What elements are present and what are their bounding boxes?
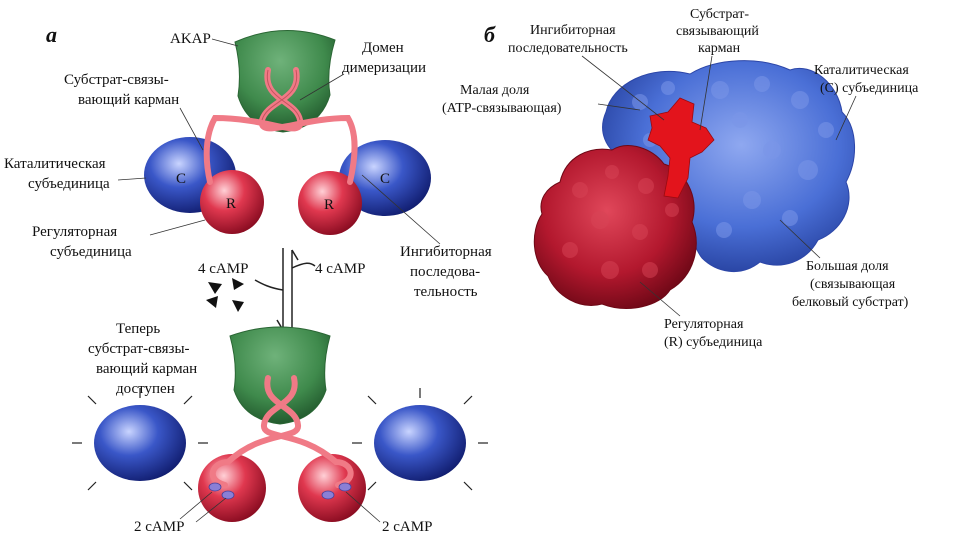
akap-top: [234, 29, 336, 133]
label-b-large-2: (связывающая: [810, 277, 896, 292]
label-inhib-3: тельность: [414, 284, 478, 300]
catalytic-subunit-right: [339, 140, 431, 216]
label-camp2-right: 2 cAMP: [382, 519, 432, 535]
surface-texture-red: [562, 165, 679, 279]
camp-label-left: 4 cAMP: [198, 261, 248, 277]
bound-camp: [208, 482, 352, 500]
label-camp2-left: 2 cAMP: [134, 519, 184, 535]
label-inhib-2: последова-: [410, 264, 480, 280]
label-b-reg-1: Регуляторная: [664, 317, 744, 332]
panel-a-label: а: [46, 22, 57, 47]
label-b-cat-1: Каталитическая: [814, 63, 909, 78]
bound-regulatory-right: [298, 454, 366, 522]
label-b-cat-2: (C) субъединица: [820, 81, 919, 96]
free-catalytic-right: [374, 405, 466, 481]
regulatory-subunit-left: [200, 170, 264, 234]
label-b-inhib-2: последовательность: [508, 41, 628, 56]
label-regulatory-2: субъединица: [50, 244, 132, 260]
label-pocket-1: Субстрат-связы-: [64, 72, 169, 88]
regulatory-letter-right: R: [324, 197, 334, 213]
regulatory-subunit-right: [298, 171, 362, 235]
label-b-small-1: Малая доля: [460, 83, 530, 98]
label-dimerization-1: Домен: [362, 40, 404, 56]
label-now-4: доступен: [116, 381, 175, 397]
label-now-3: вающий карман: [96, 361, 197, 377]
label-b-inhib-1: Ингибиторная: [530, 23, 616, 38]
active-rays-right: [352, 388, 488, 491]
label-now-2: субстрат-связы-: [88, 341, 190, 357]
label-regulatory-1: Регуляторная: [32, 224, 117, 240]
surface-texture-blue: [632, 76, 834, 238]
catalytic-letter-right: C: [380, 171, 390, 187]
label-b-pocket-1: Субстрат-: [690, 7, 749, 22]
regulatory-letter-left: R: [226, 196, 236, 212]
active-rays-left: [72, 388, 208, 491]
label-dimerization-2: димеризации: [342, 60, 426, 76]
label-b-large-1: Большая доля: [806, 259, 889, 274]
inhibitor-segment: [647, 97, 715, 199]
camp-label-right: 4 cAMP: [315, 261, 365, 277]
panel-b-label: б: [484, 22, 496, 47]
label-now-1: Теперь: [116, 321, 160, 337]
camp-molecules: [206, 278, 244, 312]
label-inhib-1: Ингибиторная: [400, 244, 492, 260]
label-akap: AKAP: [170, 31, 211, 47]
label-catalytic-2: субъединица: [28, 176, 110, 192]
label-b-reg-2: (R) субъединица: [664, 335, 763, 350]
linker-bottom: [209, 375, 354, 488]
label-pocket-2: вающий карман: [78, 92, 179, 108]
label-b-pocket-2: связывающий: [676, 24, 759, 39]
catalytic-letter-left: C: [176, 171, 186, 187]
label-b-large-3: белковый субстрат): [792, 295, 909, 310]
label-b-small-2: (ATP-связывающая): [442, 101, 562, 116]
equilibrium-arrows: [254, 248, 316, 331]
label-catalytic-1: Каталитическая: [4, 156, 106, 172]
free-catalytic-left: [94, 405, 186, 481]
akap-bottom: [229, 326, 331, 425]
label-b-pocket-3: карман: [698, 41, 741, 56]
